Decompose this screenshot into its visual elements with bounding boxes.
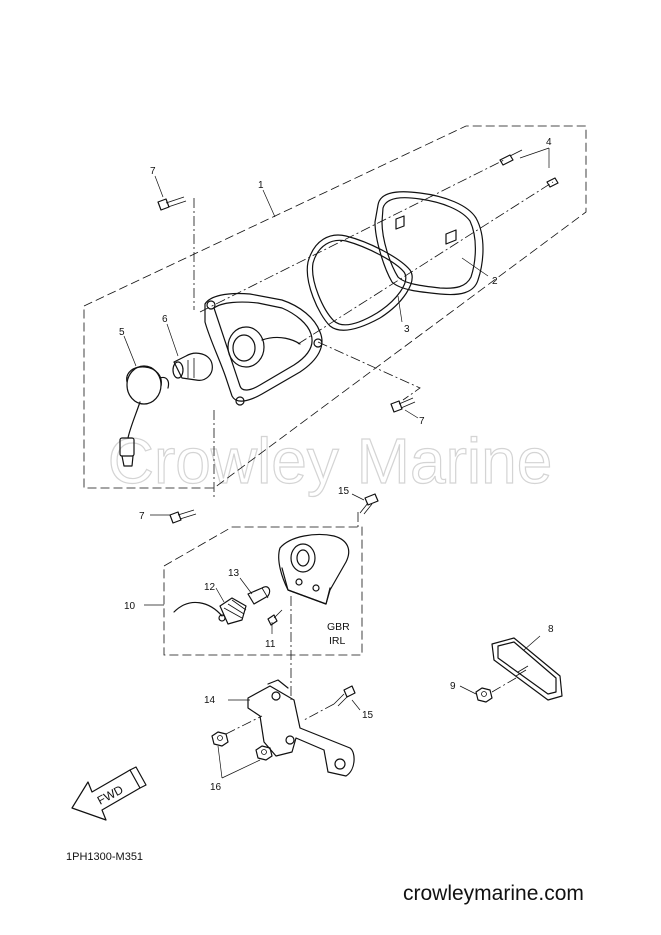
callout-1: 1	[258, 180, 264, 191]
part-6-bulb	[172, 352, 213, 381]
callout-10: 10	[124, 601, 136, 612]
callouts: 1 2 3 4 5 6 7 7 7 8 9 10 11 12 13 14 15 …	[119, 137, 554, 793]
assembly-1-boundary	[83, 125, 587, 489]
callout-15-top: 15	[338, 486, 350, 497]
nut-9	[475, 687, 493, 703]
part-8-reflector	[491, 637, 563, 701]
part-14-bracket	[247, 679, 355, 777]
centerline-15-lower	[303, 703, 335, 721]
callout-7-right: 7	[419, 416, 425, 427]
website-label: crowleymarine.com	[403, 882, 584, 905]
drawing-code: 1PH1300-M351	[66, 851, 143, 863]
callout-2: 2	[492, 276, 498, 287]
callout-9: 9	[450, 681, 456, 692]
watermark: Crowley Marine	[108, 425, 553, 497]
callout-14: 14	[204, 695, 216, 706]
callout-7-bottom: 7	[139, 511, 145, 522]
leader-lines	[123, 147, 550, 779]
region-note-irl: IRL	[329, 635, 346, 647]
callout-16: 16	[210, 782, 222, 793]
centerline-9	[491, 677, 517, 693]
part-11-screw	[267, 609, 283, 626]
assembly-10-boundary	[163, 526, 363, 656]
callout-5: 5	[119, 327, 125, 338]
callout-7-top: 7	[150, 166, 156, 177]
part-12-socket	[173, 597, 247, 625]
centerline-upper	[199, 159, 505, 313]
bolt-15-top	[359, 493, 379, 515]
screw-7-top	[157, 196, 187, 211]
part-3-gasket	[306, 234, 413, 331]
nut-16-left	[211, 731, 229, 747]
centerline-bottom	[317, 341, 421, 401]
screw-7-right	[390, 397, 416, 413]
fwd-arrow-icon: FWD	[71, 766, 147, 821]
callout-13: 13	[228, 568, 240, 579]
screw-7-bottom	[169, 509, 197, 524]
nut-16-right	[255, 745, 273, 761]
callout-15-lower: 15	[362, 710, 374, 721]
centerline-16	[225, 715, 263, 735]
bolt-4-lower	[546, 177, 559, 188]
callout-11: 11	[265, 639, 276, 650]
callout-12: 12	[204, 582, 216, 593]
part-13-bulb	[247, 586, 271, 605]
bolt-15-lower	[333, 685, 356, 707]
centerline-lower	[297, 181, 554, 345]
callout-6: 6	[162, 314, 168, 325]
region-note-gbr: GBR	[327, 621, 350, 633]
license-lamp-body	[278, 533, 350, 605]
callout-3: 3	[404, 324, 410, 335]
bolt-4-upper	[499, 149, 523, 166]
callout-8: 8	[548, 624, 554, 635]
part-1-housing	[204, 292, 323, 406]
fwd-label: FWD	[95, 782, 126, 807]
callout-4: 4	[546, 137, 552, 148]
part-5-socket	[119, 365, 170, 467]
part-2-lens	[374, 191, 484, 296]
